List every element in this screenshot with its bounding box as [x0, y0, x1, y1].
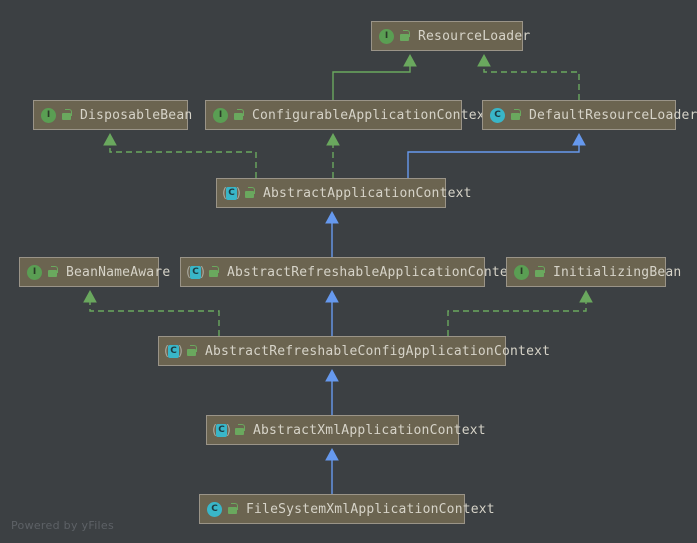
uml-node-AbstractRefreshableConfigApplicationContext[interactable]: ()C AbstractRefreshableConfigApplicationC… — [158, 336, 550, 366]
interface-icon: I — [40, 107, 57, 124]
class-icon: C — [206, 501, 223, 518]
interface-icon: I — [378, 28, 395, 45]
uml-node-label: AbstractApplicationContext — [263, 185, 472, 201]
uml-node-ConfigurableApplicationContext[interactable]: I ConfigurableApplicationContext — [205, 100, 493, 130]
uml-node-label: BeanNameAware — [66, 264, 171, 280]
uml-node-label: AbstractXmlApplicationContext — [253, 422, 486, 438]
uml-edge-realization-AbstractApplicationContext-to-ConfigurableApplicationContext — [326, 132, 340, 178]
uml-edge-realization-DefaultResourceLoader-to-ResourceLoader — [477, 53, 580, 100]
arrowhead — [325, 210, 339, 224]
uml-edge-generalization-AbstractXmlApplicationContext-to-AbstractRefreshableConfigApplicationContext — [325, 368, 339, 415]
uml-node-AbstractApplicationContext[interactable]: ()C AbstractApplicationContext — [216, 178, 472, 208]
public-lock-icon — [534, 265, 546, 279]
arrowhead — [325, 447, 339, 461]
uml-edge-realization-AbstractRefreshableConfigApplicationContext-to-InitializingBean — [447, 289, 593, 336]
arrowhead — [103, 132, 117, 146]
public-lock-icon — [244, 186, 256, 200]
public-lock-icon — [510, 108, 522, 122]
arrowhead — [326, 132, 340, 146]
uml-node-AbstractRefreshableApplicationContext[interactable]: ()C AbstractRefreshableApplicationContext — [180, 257, 524, 287]
uml-node-label: AbstractRefreshableConfigApplicationCont… — [205, 343, 551, 359]
arrowhead — [325, 368, 339, 382]
uml-node-label: DefaultResourceLoader — [529, 107, 697, 123]
uml-edge-realization-AbstractRefreshableConfigApplicationContext-to-BeanNameAware — [83, 289, 220, 336]
uml-edge-generalization-ConfigurableApplicationContext-to-ResourceLoader — [332, 53, 417, 100]
abstract-class-icon: ()C — [186, 264, 205, 280]
uml-edge-realization-AbstractApplicationContext-to-DisposableBean — [103, 132, 257, 178]
public-lock-icon — [208, 265, 220, 279]
uml-node-AbstractXmlApplicationContext[interactable]: ()C AbstractXmlApplicationContext — [206, 415, 486, 445]
uml-node-FileSystemXmlApplicationContext[interactable]: C FileSystemXmlApplicationContext — [199, 494, 495, 524]
interface-icon: I — [26, 264, 43, 281]
uml-node-DisposableBean[interactable]: I DisposableBean — [33, 100, 192, 130]
interface-icon: I — [212, 107, 229, 124]
uml-node-label: ResourceLoader — [418, 28, 531, 44]
public-lock-icon — [186, 344, 198, 358]
public-lock-icon — [399, 29, 411, 43]
public-lock-icon — [61, 108, 73, 122]
abstract-class-icon: ()C — [212, 422, 231, 438]
uml-edge-generalization-FileSystemXmlApplicationContext-to-AbstractXmlApplicationContext — [325, 447, 339, 494]
uml-edge-generalization-AbstractApplicationContext-to-DefaultResourceLoader — [407, 132, 586, 178]
uml-node-label: DisposableBean — [80, 107, 193, 123]
uml-node-label: ConfigurableApplicationContext — [252, 107, 493, 123]
abstract-class-icon: ()C — [164, 343, 183, 359]
uml-node-label: AbstractRefreshableApplicationContext — [227, 264, 524, 280]
uml-edge-generalization-AbstractRefreshableApplicationContext-to-AbstractApplicationContext — [325, 210, 339, 257]
uml-node-label: InitializingBean — [553, 264, 682, 280]
public-lock-icon — [47, 265, 59, 279]
public-lock-icon — [233, 108, 245, 122]
uml-edge-generalization-AbstractRefreshableConfigApplicationContext-to-AbstractRefreshableApplicationContext — [325, 289, 339, 336]
uml-node-BeanNameAware[interactable]: I BeanNameAware — [19, 257, 170, 287]
arrowhead — [579, 289, 593, 303]
uml-node-ResourceLoader[interactable]: I ResourceLoader — [371, 21, 530, 51]
arrowhead — [572, 132, 586, 146]
public-lock-icon — [234, 423, 246, 437]
uml-node-label: FileSystemXmlApplicationContext — [246, 501, 495, 517]
uml-node-InitializingBean[interactable]: I InitializingBean — [506, 257, 681, 287]
class-icon: C — [489, 107, 506, 124]
arrowhead — [83, 289, 97, 303]
yfiles-watermark: Powered by yFiles — [11, 519, 114, 532]
arrowhead — [325, 289, 339, 303]
interface-icon: I — [513, 264, 530, 281]
arrowhead — [477, 53, 491, 67]
uml-node-DefaultResourceLoader[interactable]: C DefaultResourceLoader — [482, 100, 697, 130]
abstract-class-icon: ()C — [222, 185, 241, 201]
public-lock-icon — [227, 502, 239, 516]
arrowhead — [403, 53, 417, 67]
